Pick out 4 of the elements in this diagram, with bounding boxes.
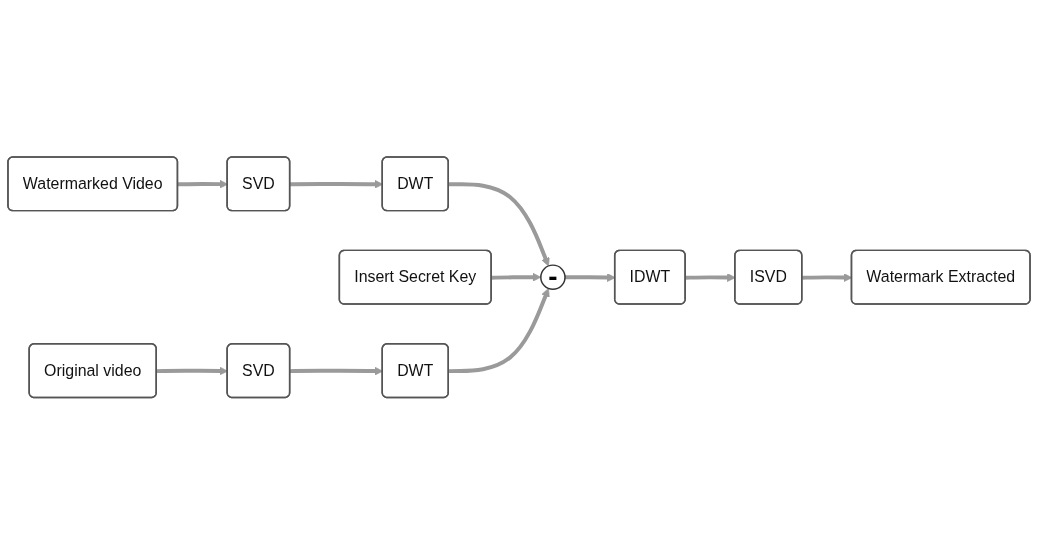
node-circle: -: [540, 264, 566, 290]
arrow: [448, 287, 550, 373]
arrow: [491, 272, 542, 282]
arrow: [448, 182, 550, 267]
